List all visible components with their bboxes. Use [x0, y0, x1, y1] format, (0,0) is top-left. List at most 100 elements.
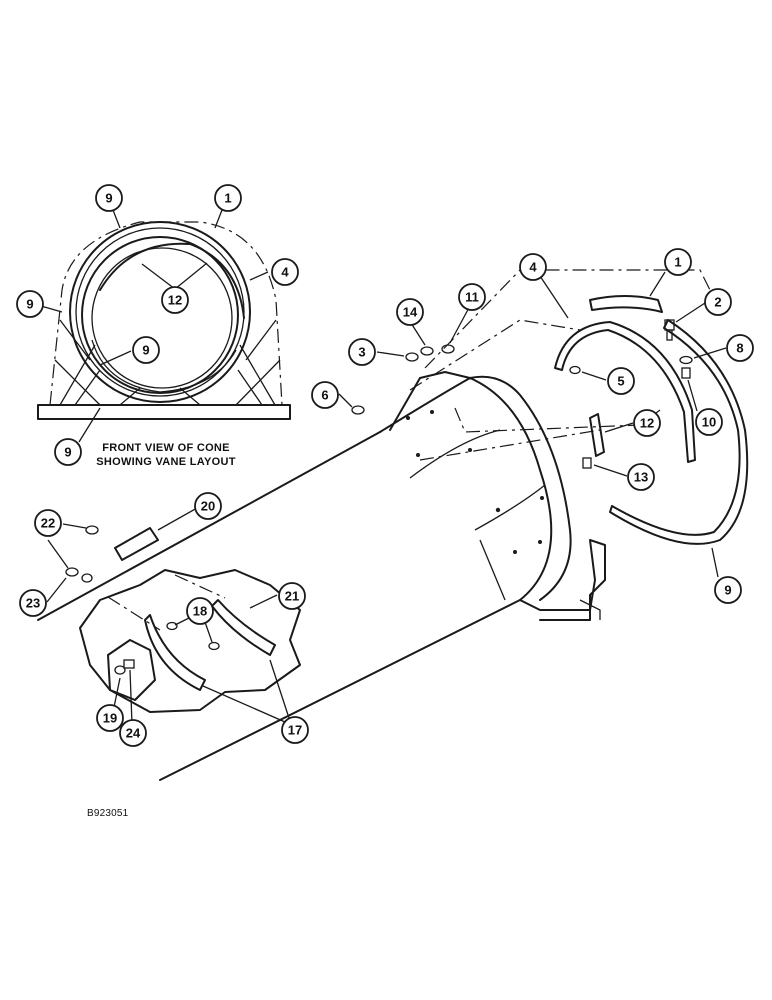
vane-part-9-large	[609, 319, 749, 545]
svg-text:20: 20	[201, 499, 215, 514]
plate-part-20	[114, 527, 159, 561]
callout-12-main: 12	[633, 409, 661, 437]
svg-text:10: 10	[702, 415, 716, 430]
svg-text:3: 3	[358, 345, 365, 360]
callout-4-main: 4	[519, 253, 547, 281]
svg-text:9: 9	[26, 297, 33, 312]
inner-cone-ring	[91, 247, 233, 389]
svg-text:23: 23	[26, 596, 40, 611]
mount-bracket-foot	[579, 599, 601, 620]
fastener-19	[114, 665, 126, 675]
vane-part-17a	[144, 614, 206, 691]
svg-text:11: 11	[465, 290, 479, 305]
cone-band-2	[409, 429, 501, 479]
svg-text:2: 2	[714, 295, 721, 310]
svg-text:12: 12	[640, 416, 654, 431]
fastener-13	[582, 457, 592, 469]
fastener-24	[123, 659, 135, 669]
outer-vane-ring	[69, 221, 251, 403]
callout-10-main: 10	[695, 408, 723, 436]
washer-23	[81, 573, 93, 583]
callout-8-main: 8	[726, 334, 754, 362]
svg-text:24: 24	[126, 726, 141, 741]
vane-part-1	[589, 295, 663, 313]
base-plate	[37, 404, 291, 420]
explode-lines	[409, 269, 716, 461]
callout-13-main: 13	[627, 463, 655, 491]
callout-6-main: 6	[311, 381, 339, 409]
fastener-2	[664, 319, 675, 341]
cone-body	[379, 377, 553, 601]
cone-band	[474, 484, 546, 531]
vane-part-17b	[211, 599, 276, 656]
svg-text:4: 4	[529, 260, 537, 275]
svg-text:17: 17	[288, 723, 302, 738]
callout-9-front-left: 9	[16, 290, 44, 318]
cone-rim	[469, 375, 572, 601]
callout-17: 17	[281, 716, 309, 744]
svg-text:19: 19	[103, 711, 117, 726]
callout-11-main: 11	[458, 283, 486, 311]
svg-text:1: 1	[674, 255, 681, 270]
bolt-holes	[406, 410, 544, 554]
svg-text:9: 9	[105, 191, 112, 206]
front-view-inset	[37, 221, 291, 420]
svg-text:18: 18	[193, 604, 207, 619]
fasteners-3-14-11	[405, 344, 455, 362]
cutaway-detail	[79, 569, 301, 713]
fastener-8-10	[679, 355, 693, 379]
mount-bracket	[519, 539, 606, 621]
svg-text:8: 8	[736, 341, 743, 356]
cone-seam	[479, 539, 506, 601]
svg-text:1: 1	[224, 191, 231, 206]
callout-9-front-bottom: 9	[54, 438, 82, 466]
callout-12-front: 12	[161, 286, 189, 314]
svg-text:12: 12	[168, 293, 182, 308]
inner-vane-arc	[99, 242, 245, 319]
fastener-5	[569, 365, 581, 375]
svg-text:14: 14	[403, 305, 418, 320]
vane-part-12-strip	[589, 413, 605, 457]
vane-ring-3	[81, 236, 239, 394]
fastener-18a	[166, 621, 178, 631]
callout-2-main: 2	[704, 288, 732, 316]
cone-assembly	[37, 371, 606, 781]
callout-22: 22	[34, 509, 62, 537]
figure-code: B923051	[87, 808, 129, 819]
fastener-6	[351, 405, 365, 415]
callout-1-main: 1	[664, 248, 692, 276]
vane-part-4	[554, 321, 696, 463]
svg-text:9: 9	[724, 583, 731, 598]
callout-9-front-top: 9	[95, 184, 123, 212]
cutaway-explode-line	[107, 574, 226, 631]
tube-lower-edge	[159, 599, 521, 781]
inset-caption-line-1: FRONT VIEW OF CONE	[102, 442, 230, 454]
svg-text:6: 6	[321, 388, 328, 403]
housing-outline	[49, 221, 283, 406]
callout-24: 24	[119, 719, 147, 747]
callout-5-main: 5	[607, 367, 635, 395]
callout-14-main: 14	[396, 298, 424, 326]
svg-text:4: 4	[281, 265, 289, 280]
svg-text:9: 9	[142, 343, 149, 358]
callout-19: 19	[96, 704, 124, 732]
svg-text:9: 9	[64, 445, 71, 460]
tube-upper-edge	[37, 431, 381, 621]
svg-text:21: 21	[285, 589, 299, 604]
svg-text:22: 22	[41, 516, 55, 531]
inset-caption-line-2: SHOWING VANE LAYOUT	[96, 456, 236, 468]
callout-9-main: 9	[714, 576, 742, 604]
fastener-18b	[208, 641, 220, 651]
callout-21: 21	[278, 582, 306, 610]
callout-3-main: 3	[348, 338, 376, 366]
fastener-22	[85, 525, 99, 535]
fastener-23	[65, 567, 79, 577]
callout-18: 18	[186, 597, 214, 625]
cutaway-torn-outline	[79, 569, 301, 713]
callout-20: 20	[194, 492, 222, 520]
callout-23: 23	[19, 589, 47, 617]
svg-text:13: 13	[634, 470, 648, 485]
callout-9-front-inner: 9	[132, 336, 160, 364]
exploded-vanes	[351, 295, 749, 545]
